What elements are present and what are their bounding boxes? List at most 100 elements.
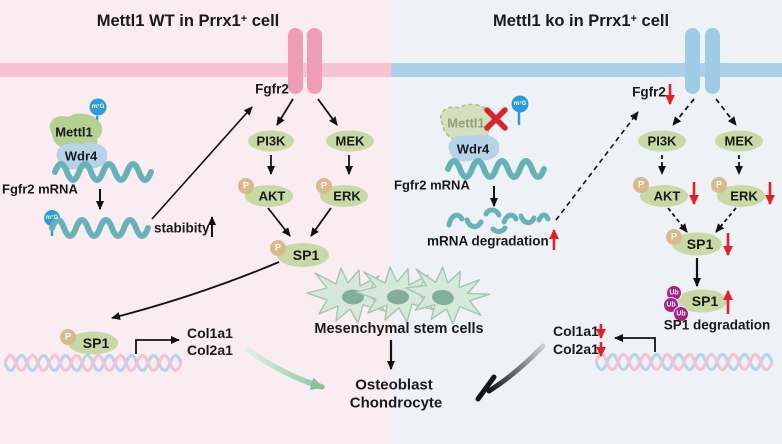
mettl1-blob-left xyxy=(49,113,103,150)
akt-to-sp1-arrow-right xyxy=(667,207,688,233)
mesenchymal-stem-cells-illustration xyxy=(306,266,491,325)
wdr4-blob-right xyxy=(448,134,500,162)
receptor-to-mek-arrow-left xyxy=(317,98,338,126)
erk-to-sp1-arrow-right xyxy=(715,207,737,233)
erk-oval-right xyxy=(717,185,765,207)
erk-label-left: ERK xyxy=(333,188,361,204)
wdr4-label-left: Wdr4 xyxy=(64,148,98,164)
sp1-oval-left xyxy=(277,243,329,267)
ko-title-text: Mettl1 ko in Prrx1 xyxy=(492,11,631,30)
phospho-label-erk-right: P xyxy=(715,179,723,190)
mrna-to-fgfr2-arrow xyxy=(151,106,253,220)
phospho-label-akt-left: P xyxy=(242,180,250,191)
receptor-to-pi3k-arrow-right xyxy=(672,98,695,126)
wt-title-text: Mettl1 WT in Prrx1 xyxy=(96,11,241,30)
erk-oval-left xyxy=(320,185,368,207)
osteoblast-label: Osteoblast xyxy=(355,376,433,394)
m7g-label-right: m⁷G xyxy=(513,101,527,107)
dna-helix-left xyxy=(3,353,183,373)
mek-label-left: MEK xyxy=(335,133,365,149)
sp1-oval-on-dna-left xyxy=(68,331,118,355)
wt-title-suffix: cell xyxy=(247,11,280,30)
m7g-cap-icon-right xyxy=(511,95,529,125)
akt-label-left: AKT xyxy=(258,188,286,204)
msc-label: Mesenchymal stem cells xyxy=(314,320,484,337)
akt-oval-left xyxy=(245,185,293,207)
col2a1-label-right: Col2a1 xyxy=(553,341,599,357)
inhibition-t-bar xyxy=(475,343,546,402)
wdr4-blob-left xyxy=(56,142,108,170)
degraded-mrna-fragments xyxy=(446,207,551,234)
phospho-label-erk-left: P xyxy=(320,180,328,191)
dna-helix-right xyxy=(594,352,774,372)
wt-title-superscript: + xyxy=(240,12,248,25)
sp1-label-left: SP1 xyxy=(292,247,320,263)
pi3k-label-right: PI3K xyxy=(647,133,677,149)
ub-label-1: Ub xyxy=(669,289,679,297)
pi3k-oval-left xyxy=(248,130,294,152)
pi3k-oval-right xyxy=(638,130,686,152)
ko-title-suffix: cell xyxy=(636,11,670,30)
stabilized-mrna-wave xyxy=(49,217,151,239)
fgfr2-mrna-wave-left xyxy=(52,161,154,183)
chondrocyte-label: Chondrocyte xyxy=(349,394,443,412)
phospho-badge-erk-left xyxy=(316,178,332,194)
fgfr2-label-left: Fgfr2 xyxy=(255,81,289,97)
col1a1-label-left: Col1a1 xyxy=(187,325,233,341)
ko-panel-title: Mettl1 ko in Prrx1+ cell xyxy=(493,13,669,30)
sp1-label-right: SP1 xyxy=(686,236,714,252)
phospho-badge-erk-right xyxy=(711,177,727,193)
m7g-label-1: m⁷G xyxy=(91,104,105,110)
fgfr2-mrna-wave-right xyxy=(445,158,547,180)
stability-label: stabibity xyxy=(154,220,210,236)
phospho-label-sp1-left: P xyxy=(274,242,282,253)
sp1-ub-label: SP1 xyxy=(691,293,719,309)
col2a1-label-left: Col2a1 xyxy=(187,342,233,358)
phospho-badge-sp1-dna-left xyxy=(60,329,76,345)
erk-to-sp1-arrow-left xyxy=(310,207,332,237)
wt-panel-title: Mettl1 WT in Prrx1+ cell xyxy=(97,13,280,30)
sp1-dna-label-left: SP1 xyxy=(82,335,110,351)
phospho-label-sp1-right: P xyxy=(670,231,678,242)
degraded-mrna-to-fgfr2-dashed-arrow xyxy=(555,111,639,221)
sp1-degradation-label: SP1 degradation xyxy=(663,317,771,333)
phospho-label-sp1-dna-left: P xyxy=(64,331,72,342)
fgfr2-mrna-label-left: Fgfr2 mRNA xyxy=(2,181,78,197)
transcription-arrow-right xyxy=(614,334,656,352)
pi3k-label-left: PI3K xyxy=(256,133,286,149)
wdr4-label-right: Wdr4 xyxy=(456,141,490,157)
phospho-badge-akt-right xyxy=(633,177,649,193)
fgfr2-receptor-right xyxy=(685,28,720,94)
sp1-oval-right xyxy=(672,232,722,256)
phospho-badge-sp1-left xyxy=(270,240,286,256)
phospho-badge-akt-left xyxy=(238,178,254,194)
m7g-label-2: m⁷G xyxy=(45,215,59,221)
mek-oval-left xyxy=(326,130,374,152)
sp1-ubiquitinated-oval xyxy=(677,289,727,313)
phospho-badge-sp1-right xyxy=(666,229,682,245)
receptor-to-pi3k-arrow-left xyxy=(276,98,294,126)
mek-oval-right xyxy=(715,130,763,152)
erk-label-right: ERK xyxy=(730,188,758,204)
phospho-label-akt-right: P xyxy=(637,179,645,190)
akt-label-right: AKT xyxy=(653,188,681,204)
akt-oval-right xyxy=(640,185,688,207)
fgfr2-mrna-label-right: Fgfr2 mRNA xyxy=(394,177,470,193)
mek-label-right: MEK xyxy=(724,133,754,149)
mrna-degradation-label: mRNA degradation xyxy=(427,233,549,249)
sp1-to-dna-curved-arrow xyxy=(111,261,280,320)
mettl1-label-left: Mettl1 xyxy=(55,124,93,140)
transcription-arrow-left xyxy=(135,336,180,354)
fgfr2-receptor-left xyxy=(288,28,322,94)
akt-to-sp1-arrow-left xyxy=(267,207,291,237)
knockout-x-icon xyxy=(484,107,508,131)
differentiation-green-arrow xyxy=(244,346,325,390)
ub-label-3: Ub xyxy=(676,310,686,318)
fgfr2-label-right: Fgfr2 xyxy=(632,84,666,100)
receptor-to-mek-arrow-right xyxy=(715,98,737,126)
ub-label-2: Ub xyxy=(666,301,676,309)
ko-cell-membrane xyxy=(391,63,782,77)
ko-title-superscript: + xyxy=(630,12,637,25)
